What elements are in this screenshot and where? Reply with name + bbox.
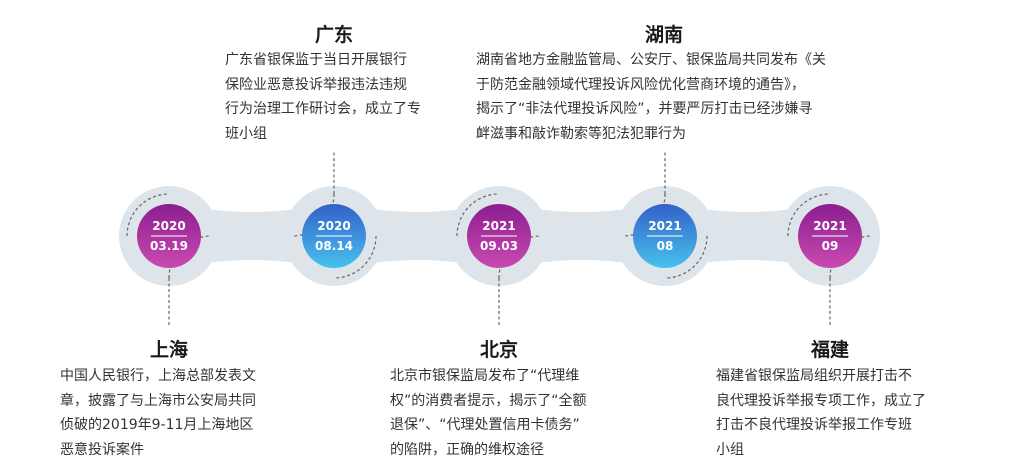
node-dashed-arc — [456, 193, 500, 237]
node-dashed-arc — [664, 235, 708, 279]
description-line: 揭示了“非法代理投诉风险”，并要严厉打击已经涉嫌寻 — [476, 101, 813, 117]
description-line: 广东省银保监于当日开展银行 — [225, 52, 407, 68]
description-line: 打击不良代理投诉举报工作专班 — [716, 417, 912, 433]
node-year: 2020 — [317, 219, 350, 233]
event-place-guangdong: 广东 — [314, 24, 353, 46]
description-line: 的陷阱，正确的维权途径 — [390, 441, 544, 458]
event-description-shanghai: 中国人民银行，上海总部发表文 章，披露了与上海市公安局共同 侦破的2019年9-… — [60, 364, 290, 462]
description-line: 中国人民银行，上海总部发表文 — [60, 368, 256, 384]
node-dashed-arc — [622, 193, 666, 237]
event-place-fujian: 福建 — [810, 339, 849, 361]
description-line: 小组 — [716, 441, 744, 458]
node-day: 08 — [657, 239, 674, 253]
event-place-beijing: 北京 — [479, 339, 518, 361]
node-dashed-arc — [829, 235, 873, 279]
node-day: 03.19 — [150, 239, 188, 253]
node-day: 08.14 — [315, 239, 353, 253]
description-line: 湖南省地方金融监管局、公安厅、银保监局共同发布《关 — [476, 52, 826, 68]
event-description-guangdong: 广东省银保监于当日开展银行 保险业恶意投诉举报违法违规 行为治理工作研讨会，成立… — [225, 48, 455, 146]
description-line: 权”的消费者提示，揭示了“全额 — [390, 392, 587, 409]
node-year: 2020 — [152, 219, 185, 233]
node-dashed-arc — [291, 193, 335, 237]
node-year: 2021 — [813, 219, 846, 233]
description-line: 班小组 — [225, 125, 267, 142]
node-year: 2021 — [648, 219, 681, 233]
node-dashed-arc — [498, 235, 542, 279]
description-line: 北京市银保监局发布了“代理维 — [390, 368, 580, 384]
event-description-beijing: 北京市银保监局发布了“代理维 权”的消费者提示，揭示了“全额 退保”、“代理处置… — [390, 364, 620, 462]
description-line: 于防范金融领域代理投诉风险优化营商环境的通告》， — [476, 76, 805, 93]
description-line: 衅滋事和敲诈勒索等犯法犯罪行为 — [476, 125, 686, 142]
timeline-nodes: 2020 03.19 2020 08.14 2021 09.03 2021 08 2021 09 — [119, 150, 880, 325]
description-line: 侦破的2019年9-11月上海地区 — [60, 417, 254, 433]
description-line: 行为治理工作研讨会，成立了专 — [225, 101, 421, 117]
description-line: 福建省银保监局组织开展打击不 — [716, 368, 912, 384]
node-year: 2021 — [482, 219, 515, 233]
node-dashed-arc — [787, 193, 831, 237]
event-place-hunan: 湖南 — [644, 24, 683, 46]
node-day: 09 — [822, 239, 839, 253]
description-line: 保险业恶意投诉举报违法违规 — [225, 76, 407, 93]
node-dashed-arc — [126, 193, 170, 237]
description-line: 良代理投诉举报专项工作，成立了 — [716, 392, 926, 409]
description-line: 退保”、“代理处置信用卡债务” — [390, 417, 580, 433]
description-line: 恶意投诉案件 — [60, 441, 144, 458]
event-description-hunan: 湖南省地方金融监管局、公安厅、银保监局共同发布《关 于防范金融领域代理投诉风险优… — [476, 48, 856, 146]
node-dashed-arc — [168, 235, 212, 279]
event-description-fujian: 福建省银保监局组织开展打击不 良代理投诉举报专项工作，成立了 打击不良代理投诉举… — [716, 364, 956, 462]
node-dashed-arc — [333, 235, 377, 279]
event-place-shanghai: 上海 — [149, 339, 188, 361]
description-line: 章，披露了与上海市公安局共同 — [60, 392, 256, 409]
node-day: 09.03 — [480, 239, 518, 253]
